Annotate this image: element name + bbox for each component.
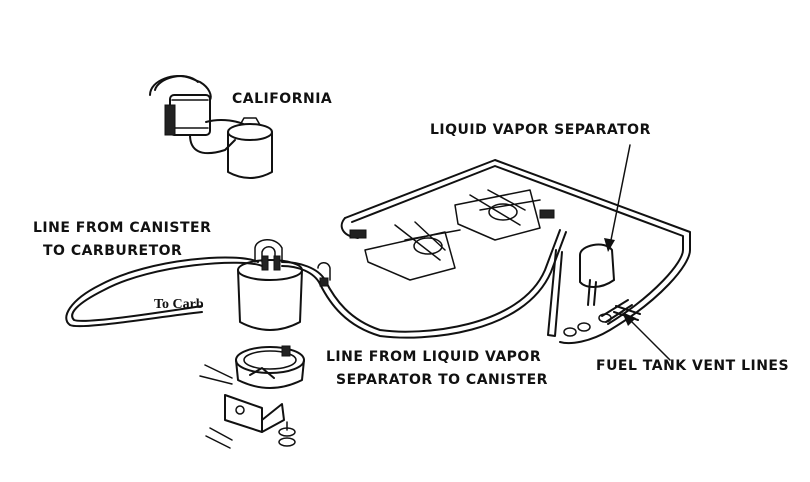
california-canister-assembly <box>149 75 273 179</box>
label-line-canister-carb-line1: LINE FROM CANISTER <box>33 220 212 236</box>
fuel-tank <box>340 159 691 345</box>
label-to-carb: To Carb <box>154 297 204 312</box>
label-fuel-tank-vent-lines: FUEL TANK VENT LINES <box>596 358 790 374</box>
label-line-lvs-canister-line2: SEPARATOR TO CANISTER <box>336 372 548 388</box>
vapor-canister <box>237 239 303 331</box>
label-liquid-vapor-separator: LIQUID VAPOR SEPARATOR <box>430 122 651 138</box>
line-canister-to-separator <box>281 229 567 339</box>
leader-separator-arrow <box>604 144 631 252</box>
line-canister-to-carb <box>65 256 263 328</box>
label-line-canister-carb-line2: TO CARBURETOR <box>43 243 183 259</box>
label-line-lvs-canister-line1: LINE FROM LIQUID VAPOR <box>326 349 542 365</box>
canister-bracket <box>199 345 305 449</box>
label-california: CALIFORNIA <box>232 91 333 107</box>
leader-vent-arrow <box>622 312 671 361</box>
liquid-vapor-separator <box>547 243 616 337</box>
